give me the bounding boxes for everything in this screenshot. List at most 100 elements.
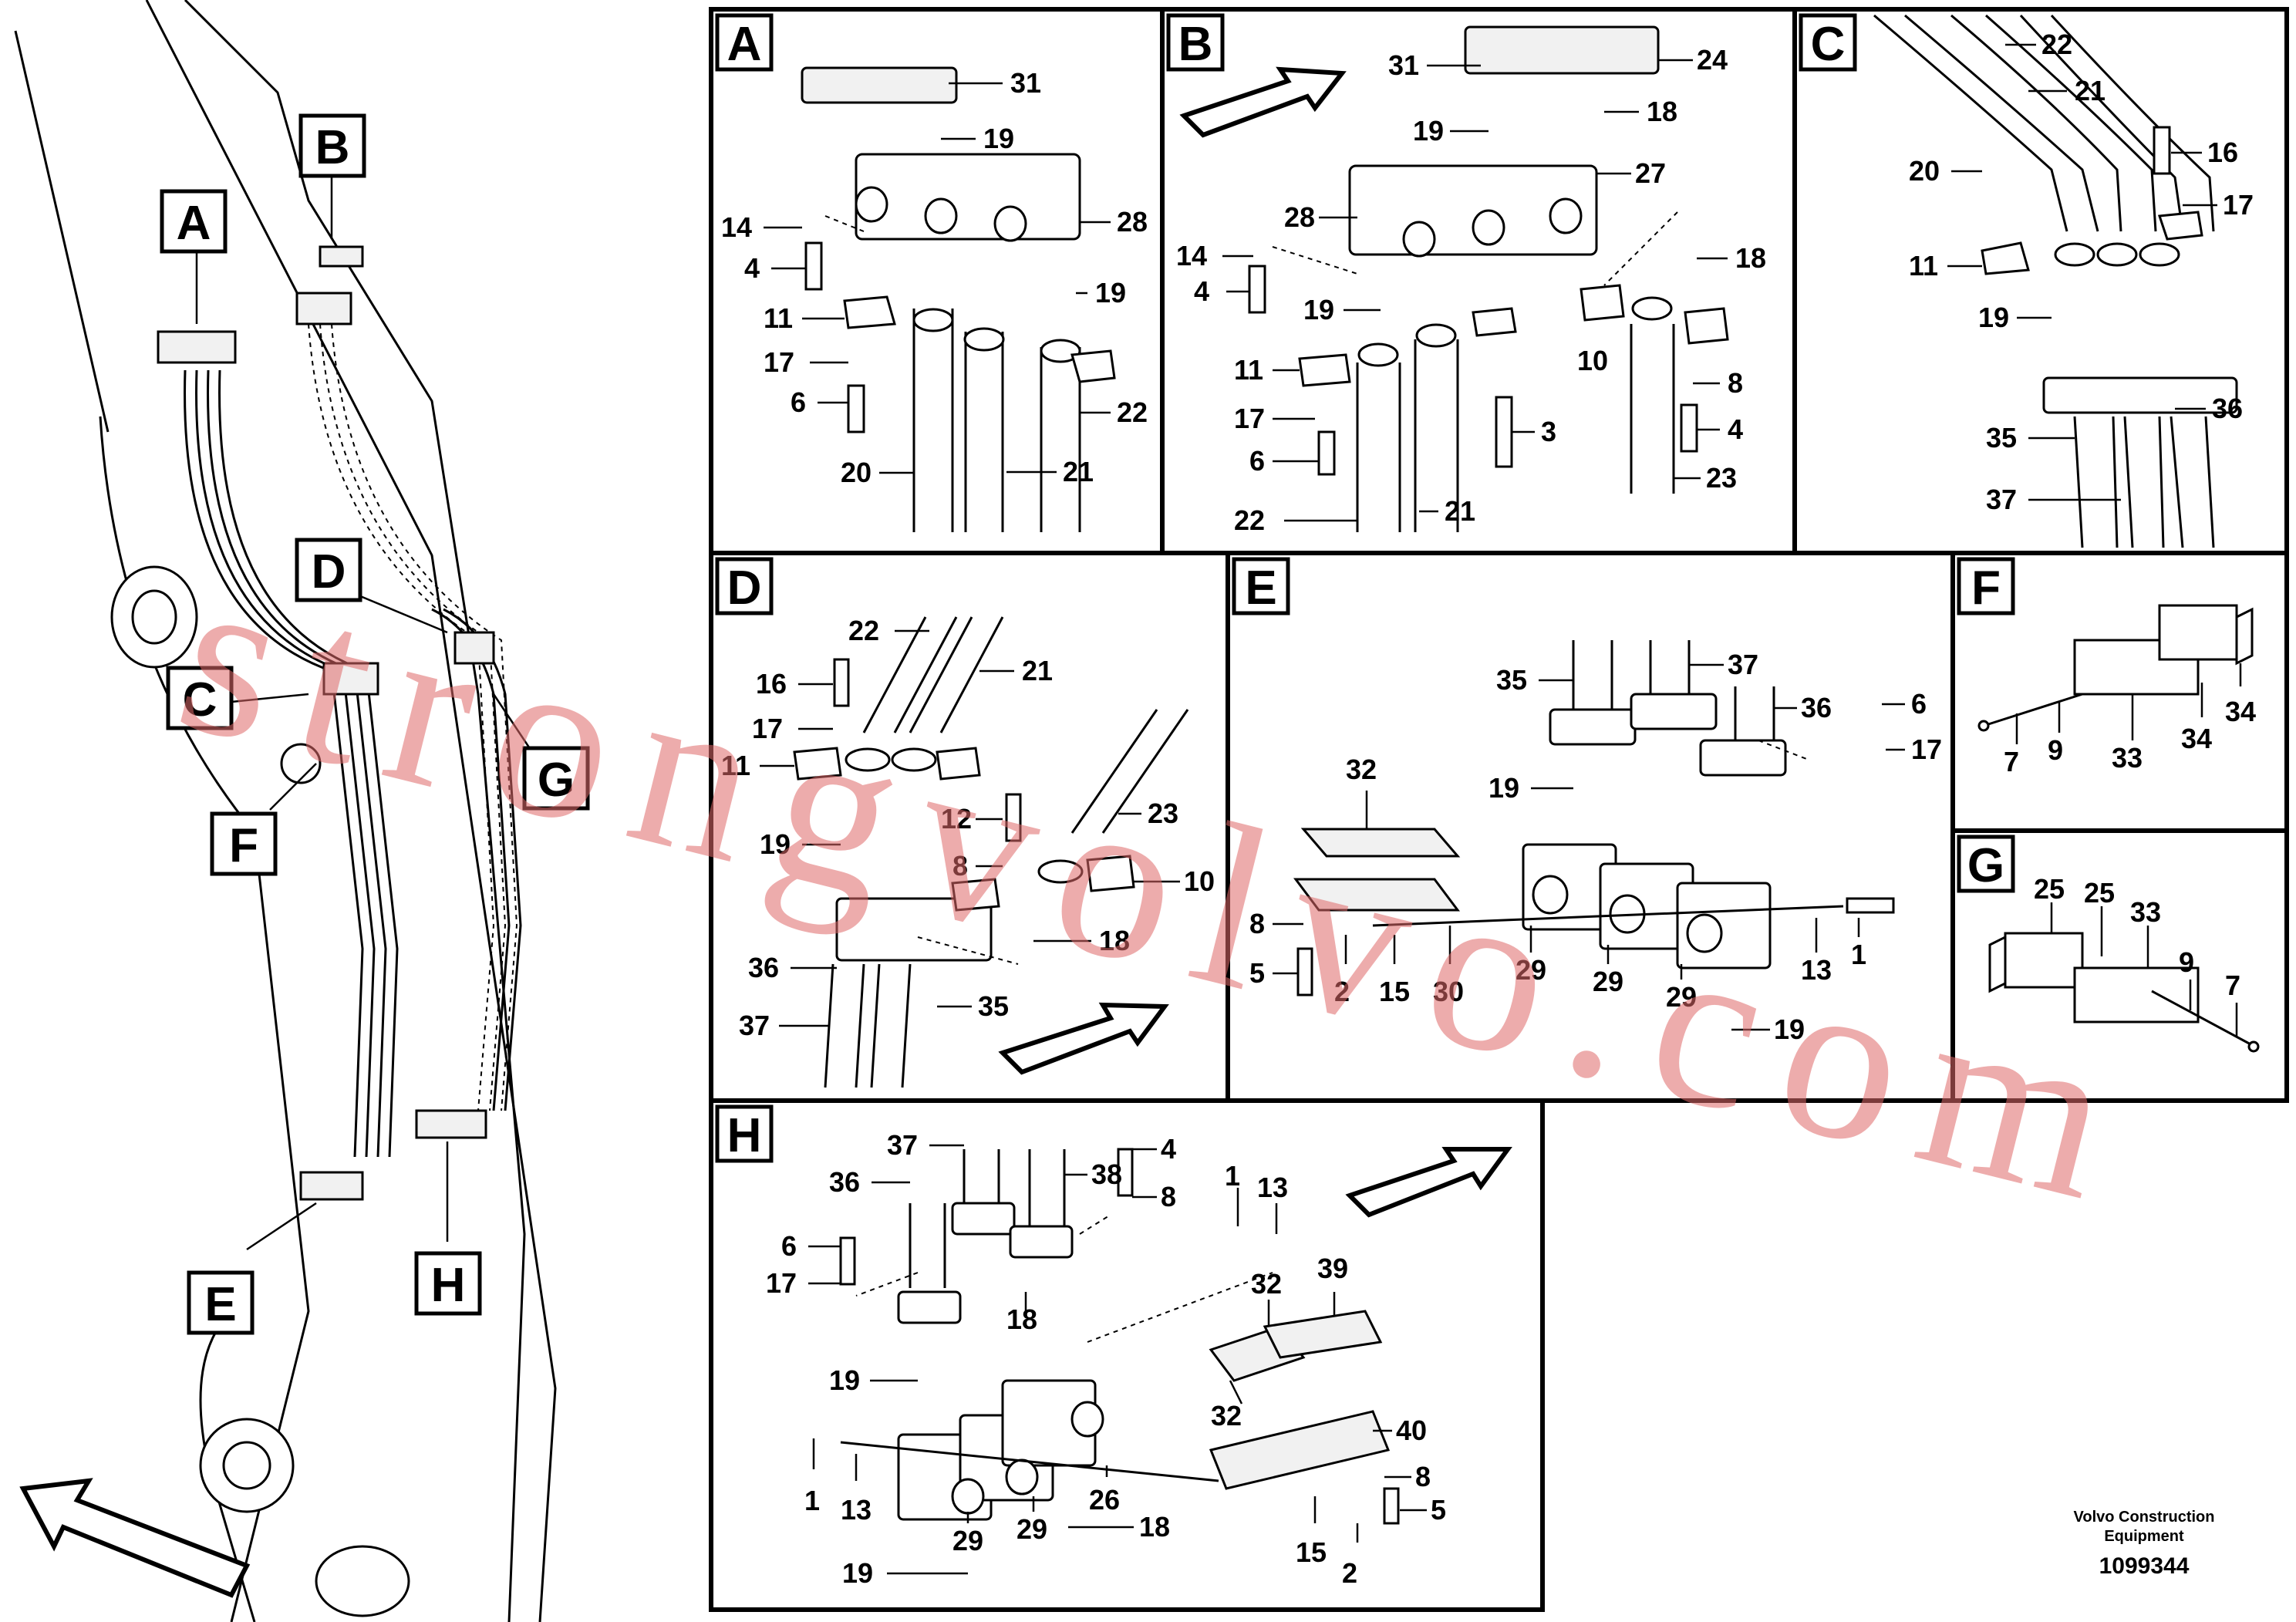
panel-d-letter: D	[727, 561, 762, 615]
overview-tag-f[interactable]: F	[210, 811, 278, 876]
panel-c-letter: C	[1811, 18, 1846, 71]
callout-label: 22	[1117, 396, 1148, 428]
callout-label: 22	[848, 615, 879, 646]
panel-e-letter: E	[1245, 561, 1276, 615]
callout-label: 38	[1091, 1158, 1122, 1190]
direction-arrow-overview	[19, 1478, 251, 1598]
svg-text:F: F	[229, 819, 258, 872]
panel-f-callouts: 7 9 33 34 34	[2004, 663, 2256, 777]
callout-label: 25	[2034, 873, 2065, 905]
callout-label: 28	[1117, 206, 1148, 238]
callout-label: 19	[983, 123, 1014, 154]
callout-label: 3	[1541, 416, 1556, 447]
callout-label: 19	[829, 1364, 860, 1396]
callout-label: 18	[1006, 1303, 1037, 1335]
panel-h-callouts: 37 4 36 38 8 1 13 6 17 39 18 32 19 32 40…	[766, 1129, 1446, 1589]
svg-text:H: H	[431, 1259, 466, 1312]
callout-label: 23	[1148, 798, 1178, 829]
callout-label: 34	[2225, 696, 2256, 727]
overview-tag-d[interactable]: D	[295, 538, 362, 602]
callout-label: 19	[1303, 294, 1334, 325]
callout-label: 2	[1334, 976, 1350, 1007]
callout-label: 7	[2004, 746, 2019, 777]
overview-tag-c[interactable]: C	[166, 666, 234, 730]
callout-label: 29	[1515, 954, 1546, 986]
callout-label: 33	[2130, 896, 2161, 928]
boom-overview	[14, 0, 557, 1622]
overview-tag-g[interactable]: G	[522, 746, 590, 811]
panel-b-letter: B	[1178, 18, 1213, 71]
callout-label: 32	[1251, 1268, 1282, 1300]
callout-label: 31	[1388, 49, 1419, 81]
direction-arrow-d	[998, 1002, 1169, 1075]
callout-label: 4	[1194, 275, 1209, 307]
callout-label: 36	[748, 952, 779, 983]
panel-b-callouts: 31 24 19 18 27 28 14 4 19 18 11 10 17 6 …	[1176, 44, 1766, 536]
callout-label: 37	[1728, 649, 1758, 680]
callout-label: 21	[1063, 456, 1094, 487]
callout-label: 29	[1593, 966, 1623, 997]
callout-label: 37	[887, 1129, 918, 1161]
callout-label: 19	[1413, 115, 1444, 147]
callout-label: 26	[1089, 1484, 1120, 1516]
callout-label: 14	[1176, 240, 1207, 271]
callout-label: 29	[952, 1525, 983, 1556]
callout-label: 10	[1184, 865, 1215, 897]
callout-label: 22	[2041, 29, 2072, 60]
svg-text:D: D	[312, 545, 346, 599]
leader-f	[269, 763, 317, 811]
panel-a-callouts: 31 19 14 4 28 11 19 17 6 22 20 21	[721, 67, 1148, 488]
overview-tag-e[interactable]: E	[187, 1270, 255, 1335]
callout-label: 11	[721, 750, 750, 781]
callout-label: 8	[1728, 367, 1743, 399]
svg-text:E: E	[204, 1278, 236, 1331]
callout-label: 1	[1851, 939, 1866, 970]
callout-label: 4	[744, 252, 760, 284]
panel-g-tag	[1957, 835, 2015, 893]
callout-label: 17	[2223, 189, 2254, 221]
callout-label: 14	[721, 211, 752, 243]
svg-text:G: G	[538, 754, 575, 807]
callout-label: 6	[1911, 688, 1927, 720]
callout-label: 36	[2212, 393, 2243, 424]
panel-g-callouts: 25 25 33 9 7	[2034, 873, 2240, 1037]
callout-label: 39	[1317, 1253, 1348, 1284]
callout-label: 34	[2181, 723, 2212, 754]
overview-tag-a[interactable]: A	[160, 189, 228, 254]
footer-company-line1: Volvo Construction	[2074, 1509, 2215, 1526]
callout-label: 20	[841, 457, 872, 488]
callout-label: 12	[941, 803, 972, 835]
panel-d: D	[709, 551, 1230, 1103]
panel-c: C	[1792, 7, 2289, 555]
callout-label: 36	[829, 1166, 860, 1198]
callout-label: 18	[1647, 96, 1677, 127]
direction-arrow-h	[1345, 1147, 1512, 1218]
overview-tag-h[interactable]: H	[414, 1251, 482, 1316]
callout-label: 9	[2048, 734, 2063, 766]
callout-label: 29	[1017, 1513, 1047, 1545]
callout-label: 30	[1433, 976, 1464, 1007]
callout-label: 15	[1379, 976, 1410, 1007]
callout-label: 18	[1099, 925, 1130, 956]
overview-tag-b[interactable]: B	[298, 113, 366, 178]
doc-number: 1099344	[2099, 1553, 2190, 1579]
panel-g-letter: G	[1967, 839, 2004, 892]
callout-label: 22	[1234, 504, 1265, 536]
callout-label: 19	[1095, 277, 1126, 309]
callout-label: 33	[2112, 742, 2143, 774]
panel-h-letter: H	[727, 1109, 762, 1162]
leader-e	[246, 1202, 317, 1251]
callout-label: 21	[1445, 495, 1475, 527]
callout-label: 5	[1431, 1494, 1446, 1526]
callout-label: 10	[1577, 345, 1608, 376]
callout-label: 13	[841, 1494, 872, 1526]
callout-label: 36	[1801, 692, 1832, 723]
callout-label: 40	[1396, 1415, 1427, 1446]
callout-label: 32	[1211, 1400, 1242, 1431]
footer-company-line2: Equipment	[2104, 1528, 2184, 1545]
callout-label: 4	[1728, 413, 1743, 445]
callout-label: 11	[1909, 250, 1938, 282]
callout-label: 8	[952, 850, 968, 882]
callout-label: 7	[2225, 969, 2240, 1001]
callout-label: 17	[1234, 403, 1265, 434]
